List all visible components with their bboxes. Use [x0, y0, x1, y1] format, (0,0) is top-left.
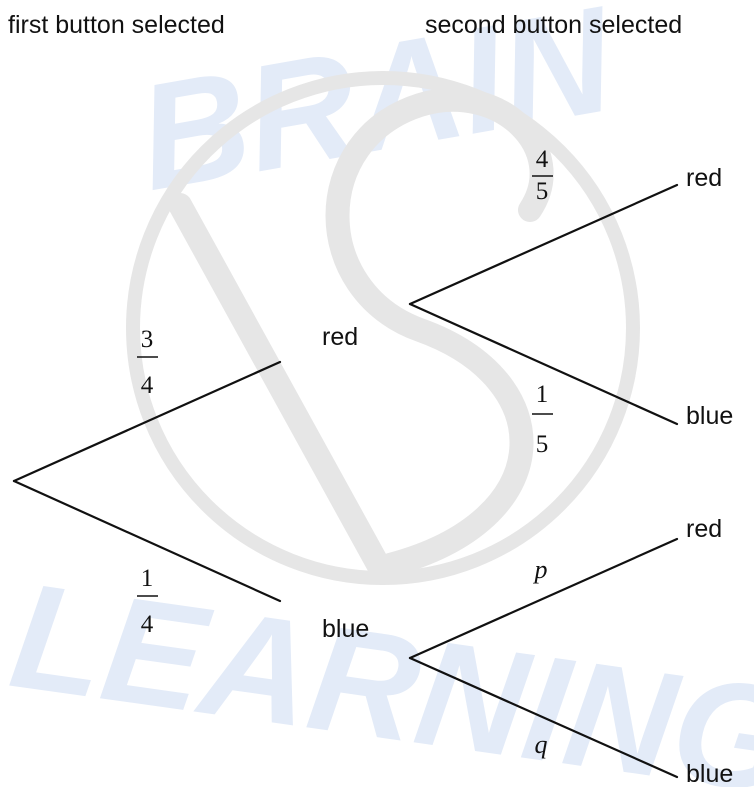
prob-red-blue-denominator: 5: [536, 431, 549, 458]
prob-first-red-numerator: 3: [141, 326, 154, 353]
prob-first-blue-numerator: 1: [141, 565, 154, 592]
prob-first-blue: 1 4: [137, 565, 158, 638]
branch-first-blue: [12, 479, 282, 603]
branches: [12, 183, 679, 779]
outcome-blue-blue: blue: [686, 760, 733, 787]
prob-red-red-numerator: 4: [536, 146, 549, 173]
branch-first-red: [12, 360, 282, 483]
prob-first-blue-denominator: 4: [141, 611, 154, 638]
watermark-logo-icon: [126, 71, 640, 585]
header-second-button: second button selected: [425, 11, 682, 39]
branch-blue-blue: [408, 656, 679, 779]
outcome-first-blue: blue: [322, 615, 369, 643]
prob-first-red: 3 4: [137, 326, 158, 399]
prob-red-red: 4 5: [532, 146, 553, 205]
outcome-first-red: red: [322, 323, 358, 351]
prob-first-red-denominator: 4: [141, 372, 154, 399]
branch-red-blue: [408, 302, 679, 426]
branch-red-red: [408, 183, 679, 306]
prob-blue-blue: q: [535, 730, 548, 759]
watermark-bottom-text: LEARNING: [2, 550, 754, 787]
outcome-red-red: red: [686, 164, 722, 192]
branch-blue-red: [408, 537, 679, 660]
prob-red-red-denominator: 5: [536, 178, 549, 205]
prob-blue-red: p: [533, 555, 548, 584]
prob-red-blue: 1 5: [532, 381, 553, 458]
outcome-blue-red: red: [686, 515, 722, 543]
prob-red-blue-numerator: 1: [536, 381, 549, 408]
header-first-button: first button selected: [8, 11, 225, 39]
outcome-red-blue: blue: [686, 402, 733, 430]
